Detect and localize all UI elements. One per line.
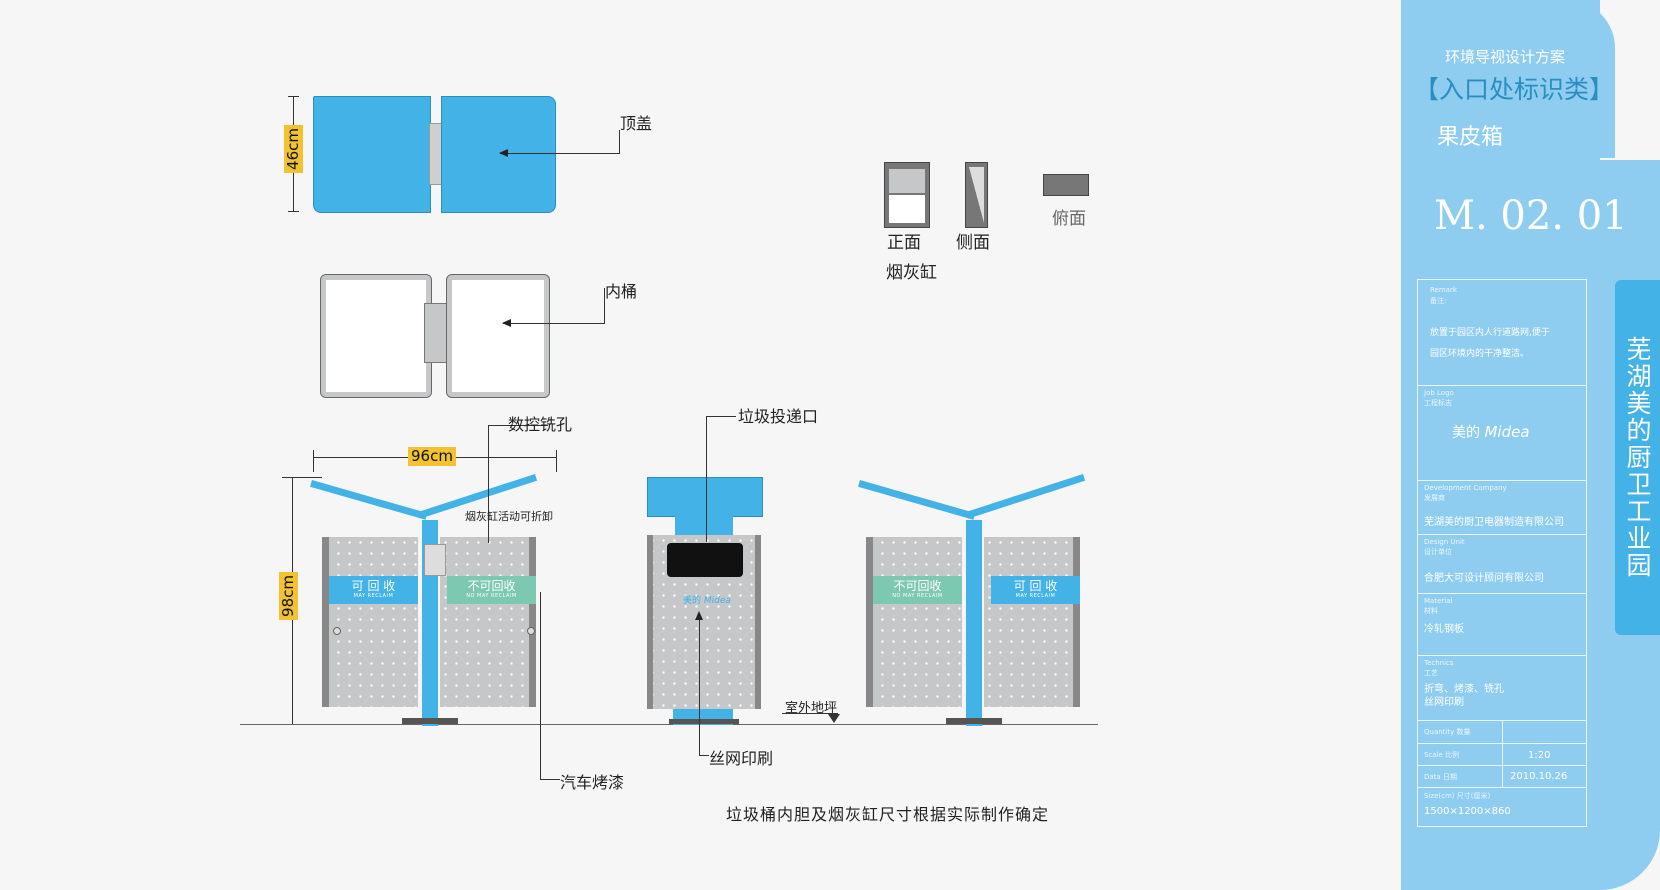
side-elevation: 美的 Midea <box>645 475 765 725</box>
ashtray-removable-label: 烟灰缸活动可折卸 <box>465 510 553 523</box>
rear-elevation: 不可回收 NO MAY RECLAIM 可 回 收 MAY RECLAIM <box>858 470 1108 726</box>
base-plate <box>402 718 458 724</box>
drawing-code: M. 02. 01 <box>1434 193 1628 239</box>
paint-leader <box>540 592 541 780</box>
outdoor-ground-label: 室外地坪 <box>785 701 838 716</box>
top-lid-plan <box>310 96 556 213</box>
right-bin-panel <box>440 537 536 707</box>
height-dim-label: 98cm <box>279 572 298 620</box>
midea-logo: 美的 Midea <box>683 596 731 606</box>
ashtray-top-view <box>1043 174 1089 196</box>
ground-line <box>240 724 1098 725</box>
nonrecyclable-band: 不可回收 NO MAY RECLAIM <box>447 576 536 604</box>
item-title: 果皮箱 <box>1437 125 1504 150</box>
top-lid-label: 顶盖 <box>620 114 653 133</box>
canopy-arm-left <box>310 480 428 520</box>
auto-paint-label: 汽车烤漆 <box>560 773 625 792</box>
arrow-icon <box>502 319 511 327</box>
width-dim-label: 96cm <box>408 447 456 466</box>
bucket-right <box>446 274 550 398</box>
cnc-leader <box>488 425 489 543</box>
nonrecyclable-band: 不可回收 NO MAY RECLAIM <box>873 576 962 604</box>
inner-bucket-plan <box>320 274 550 398</box>
lock-icon <box>333 627 341 635</box>
depth-dim-label: 46cm <box>284 125 303 173</box>
midea-logo: 美的 Midea <box>1452 423 1530 441</box>
ashtray-top-label: 俯面 <box>1052 209 1086 229</box>
front-elevation: 可 回 收 MAY RECLAIM 不可回收 NO MAY RECLAIM <box>310 470 560 726</box>
cnc-hole-label: 数控铣孔 <box>508 415 573 434</box>
screen-print-label: 丝网印刷 <box>709 749 774 768</box>
park-name-tab: 芜湖美的厨卫工业园 <box>1615 280 1660 635</box>
recyclable-band: 可 回 收 MAY RECLAIM <box>991 576 1080 604</box>
bucket-left <box>320 274 432 398</box>
ashtray-side-label: 侧面 <box>956 233 990 253</box>
ashtray-front-label: 正面 <box>887 233 921 253</box>
drop-opening <box>667 543 743 577</box>
category-title: 环境导视设计方案 <box>1445 48 1566 66</box>
arrow-icon <box>499 149 508 157</box>
top-lid-leader <box>500 153 620 154</box>
ashtray-on-pole <box>424 544 446 576</box>
inner-bucket-leader <box>503 323 605 324</box>
section-title: 【入口处标识类】 <box>1414 75 1615 104</box>
arrow-icon <box>695 611 703 620</box>
ashtray-side-view <box>965 162 988 228</box>
print-leader <box>699 618 700 756</box>
ashtray-caption: 烟灰缸 <box>886 263 937 283</box>
ashtray-front-view <box>884 162 930 228</box>
drop-opening-label: 垃圾投递口 <box>738 407 819 426</box>
ground-marker-icon <box>828 714 840 723</box>
side-lid <box>647 477 763 517</box>
footnote: 垃圾桶内胆及烟灰缸尺寸根据实际制作确定 <box>726 805 1050 824</box>
title-block-table: Remark 备注: 放置于园区内人行道路网,便于 园区环境内的干净整洁。 Jo… <box>1417 279 1587 827</box>
lock-icon <box>527 627 535 635</box>
inner-bucket-label: 内桶 <box>605 282 638 301</box>
left-bin-panel <box>322 537 418 707</box>
recyclable-band: 可 回 收 MAY RECLAIM <box>329 576 418 604</box>
lid-left-panel <box>313 96 431 213</box>
lid-right-panel <box>441 96 556 213</box>
drop-opening-leader <box>706 416 707 542</box>
